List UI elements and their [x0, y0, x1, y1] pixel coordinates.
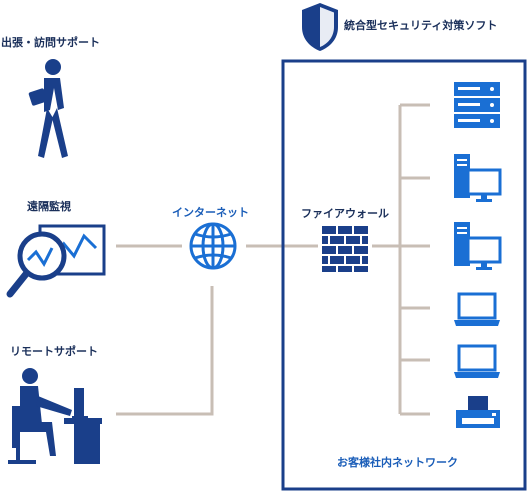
laptop-icon: [454, 292, 500, 326]
label-internet: インターネット: [172, 206, 249, 219]
page-title: 統合型セキュリティ対策ソフト: [344, 19, 498, 32]
network-frame: [281, 59, 527, 491]
shield-icon: [302, 3, 338, 51]
label-travel-support: 出張・訪問サポート: [1, 36, 100, 49]
label-remote-support: リモートサポート: [10, 345, 98, 358]
label-remote-monitoring: 遠隔監視: [27, 200, 71, 213]
magnifier-chart-icon: [6, 224, 106, 298]
printer-icon: [456, 396, 500, 428]
desktop-pc-icon: [454, 222, 502, 270]
walking-person-icon: [28, 59, 68, 158]
label-customer-network: お客様社内ネットワーク: [337, 456, 458, 469]
desktop-pc-icon: [454, 154, 502, 202]
server-icon: [454, 82, 500, 128]
brick-wall-icon: [322, 226, 368, 272]
label-firewall: ファイアウォール: [301, 207, 389, 220]
connector-lines: [116, 103, 430, 416]
line-internet-to-support: [116, 286, 214, 416]
desk-worker-icon: [8, 368, 102, 464]
laptop-icon: [454, 344, 500, 378]
globe-icon: [189, 222, 237, 270]
